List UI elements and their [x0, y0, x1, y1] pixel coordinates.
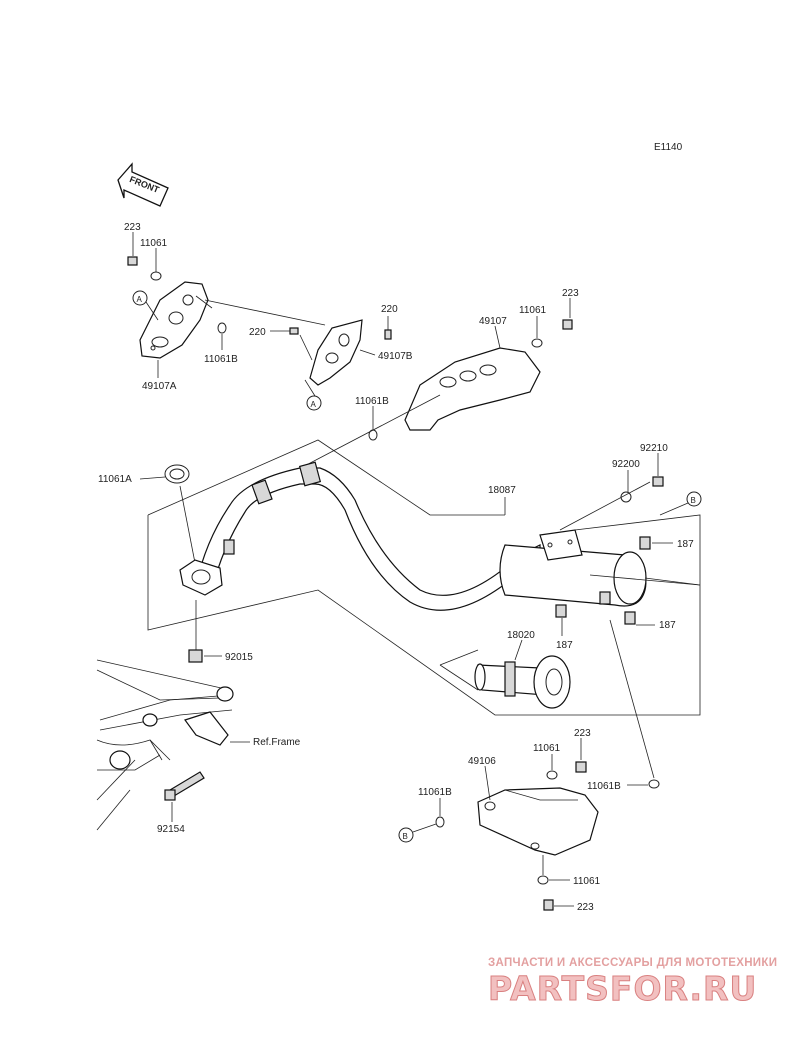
label-11061B-low-left: 11061B — [418, 787, 452, 798]
label-220-right: 220 — [381, 304, 398, 315]
heat-guard-49107B — [309, 319, 363, 386]
label-223-top: 223 — [124, 222, 141, 233]
label-187-a: 187 — [677, 539, 694, 550]
spark-arrester-18020 — [474, 655, 571, 709]
svg-text:B: B — [403, 832, 408, 841]
ref-a-circle-mid: A — [306, 395, 322, 411]
heat-guard-49107 — [404, 347, 541, 431]
bolt-187-c — [555, 604, 567, 618]
washer-11061-top — [150, 271, 162, 281]
nut-92015 — [188, 649, 203, 663]
label-92210: 92210 — [640, 443, 668, 454]
bolt-223-low — [575, 761, 587, 773]
washer-11061B-left — [217, 322, 227, 334]
head-pipe — [179, 461, 541, 611]
label-18020: 18020 — [507, 630, 535, 641]
front-arrow-icon: FRONT — [117, 162, 169, 207]
bolt-220-right — [384, 329, 392, 340]
label-ref-frame: Ref.Frame — [253, 737, 301, 748]
washer-11061-bottom — [537, 875, 549, 885]
heat-guard-49106 — [477, 787, 599, 856]
gasket-11061A — [164, 464, 190, 484]
label-92015: 92015 — [225, 652, 253, 663]
ref-b-circle-bottom: B — [398, 827, 414, 843]
label-11061B-mid: 11061B — [355, 396, 389, 407]
label-11061B-left: 11061B — [204, 354, 238, 365]
watermark-logo: PARTSFOR.RU — [488, 969, 757, 1008]
label-11061A: 11061A — [98, 474, 132, 485]
label-11061-mid: 11061 — [519, 305, 547, 316]
washer-11061-low — [546, 770, 558, 780]
nut-92210 — [652, 476, 664, 487]
label-11061B-low-right: 11061B — [587, 781, 621, 792]
bolt-223-mid — [562, 319, 573, 330]
label-49106: 49106 — [468, 756, 496, 767]
washer-11061B-low-left — [435, 816, 445, 828]
svg-text:B: B — [691, 496, 696, 505]
bolt-187-b — [624, 611, 636, 625]
muffler — [499, 529, 647, 607]
washer-92200 — [620, 491, 632, 503]
bolt-92154 — [164, 771, 205, 801]
label-11061-low: 11061 — [533, 743, 561, 754]
washer-11061-mid — [531, 338, 543, 348]
label-223-mid: 223 — [562, 288, 579, 299]
label-18087: 18087 — [488, 485, 516, 496]
nut-223-top — [127, 256, 138, 266]
label-49107A: 49107A — [142, 381, 177, 392]
ref-a-circle-left: A — [132, 290, 148, 306]
label-49107: 49107 — [479, 316, 507, 327]
svg-text:A: A — [311, 400, 317, 409]
label-220-left: 220 — [249, 327, 266, 338]
label-187-b: 187 — [659, 620, 676, 631]
label-92154: 92154 — [157, 824, 185, 835]
label-49107B: 49107B — [378, 351, 413, 362]
svg-text:A: A — [137, 295, 143, 304]
washer-11061B-low-right — [648, 779, 660, 789]
label-223-low: 223 — [574, 728, 591, 739]
bolt-187-a — [639, 536, 651, 550]
bolt-223-bottom — [543, 899, 554, 911]
label-92200: 92200 — [612, 459, 640, 470]
label-187-c: 187 — [556, 640, 573, 651]
bolt-220-left — [289, 327, 299, 335]
label-223-bottom: 223 — [577, 902, 594, 913]
label-11061-top: 11061 — [140, 238, 168, 249]
ref-b-circle-top: B — [686, 491, 702, 507]
frame-reference — [96, 659, 234, 831]
label-11061-bottom: 11061 — [573, 876, 601, 887]
watermark-tagline: ЗАПЧАСТИ И АКСЕССУАРЫ ДЛЯ МОТОТЕХНИКИ — [488, 957, 777, 969]
diagram-code: E1140 — [654, 142, 683, 153]
heat-guard-49107A — [139, 281, 209, 359]
